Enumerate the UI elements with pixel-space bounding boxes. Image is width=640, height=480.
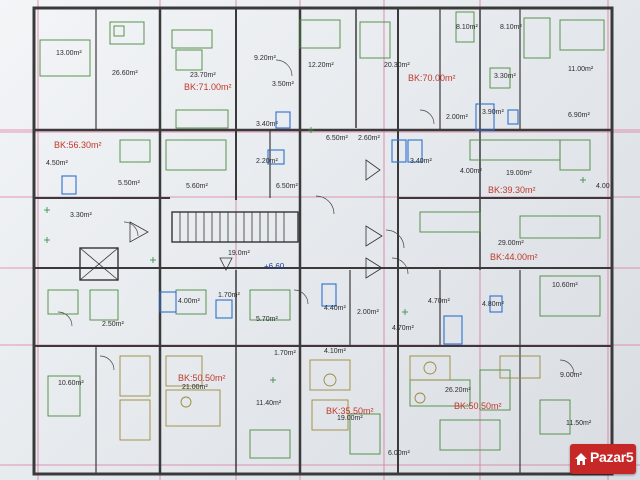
apartment-label: BK:50.50m² [178, 373, 226, 383]
area-label: 8.10m² [456, 24, 478, 31]
area-label: 4.70m² [428, 298, 450, 305]
area-label: 13.00m² [56, 50, 82, 57]
apartment-label: BK:35.50m² [326, 406, 374, 416]
apartment-label: BK:39.30m² [488, 185, 536, 195]
apartment-label: BK:44.00m² [490, 252, 538, 262]
area-label: 2.50m² [102, 321, 124, 328]
apartment-label: BK:71.00m² [184, 82, 232, 92]
elevation-label: +6.60 [264, 262, 285, 271]
watermark-brand: Pazar5 [590, 449, 634, 465]
area-label: 19.00m² [337, 415, 363, 422]
area-label: 3.90m² [482, 109, 504, 116]
area-label: 26.20m² [445, 387, 471, 394]
area-label: 5.50m² [118, 180, 140, 187]
area-label: 23.70m² [190, 72, 216, 79]
area-label: 4.00m² [178, 298, 200, 305]
apartment-label: BK:50.50m² [454, 401, 502, 411]
area-label: 5.60m² [186, 183, 208, 190]
area-label: 26.60m² [112, 70, 138, 77]
area-label: 29.00m² [498, 240, 524, 247]
area-label: 6.50m² [276, 183, 298, 190]
area-label: 19.0m² [228, 250, 250, 257]
area-label: 3.40m² [256, 121, 278, 128]
area-label: 10.60m² [58, 380, 84, 387]
bathroom-fixtures [61, 103, 519, 345]
area-label: 3.30m² [494, 73, 516, 80]
area-label: 8.10m² [500, 24, 522, 31]
area-label: 9.00m² [560, 372, 582, 379]
area-label: 4.50m² [46, 160, 68, 167]
pazar5-watermark: Pazar5 [570, 444, 636, 474]
area-label: 4.00 [596, 183, 610, 190]
doors [57, 59, 575, 375]
area-label: 2.20m² [256, 158, 278, 165]
area-label: 11.00m² [568, 66, 594, 73]
area-label: 4.10m² [324, 348, 346, 355]
walls [32, 6, 614, 476]
area-label: 3.40m² [410, 158, 432, 165]
area-label: 4.40m² [324, 305, 346, 312]
area-label: 11.50m² [566, 420, 592, 427]
area-label: 12.20m² [308, 62, 334, 69]
apartment-label: BK:56.30m² [54, 140, 102, 150]
area-label: 1.70m² [218, 292, 240, 299]
area-label: 9.20m² [254, 55, 276, 62]
direction-arrows [129, 159, 383, 279]
area-label: 4.00m² [460, 168, 482, 175]
area-label: 20.30m² [384, 62, 410, 69]
apartment-label: BK:70.00m² [408, 73, 456, 83]
house-icon [575, 453, 587, 465]
area-label: 1.70m² [274, 350, 296, 357]
dimension-ticks [44, 127, 586, 383]
area-label: 21.00m² [182, 384, 208, 391]
area-label: 2.00m² [357, 309, 379, 316]
area-label: 4.70m² [392, 325, 414, 332]
area-label: 2.60m² [358, 135, 380, 142]
area-label: 2.00m² [446, 114, 468, 121]
area-label: 6.00m² [388, 450, 410, 457]
area-label: 5.70m² [256, 316, 278, 323]
area-label: 4.80m² [482, 301, 504, 308]
area-label: 3.30m² [70, 212, 92, 219]
area-label: 6.50m² [326, 135, 348, 142]
area-label: 19.00m² [506, 170, 532, 177]
area-label: 3.50m² [272, 81, 294, 88]
area-label: 11.40m² [256, 400, 282, 407]
area-label: 6.90m² [568, 112, 590, 119]
furniture-olive [119, 355, 541, 441]
area-label: 10.60m² [552, 282, 578, 289]
stair-core [79, 211, 299, 281]
